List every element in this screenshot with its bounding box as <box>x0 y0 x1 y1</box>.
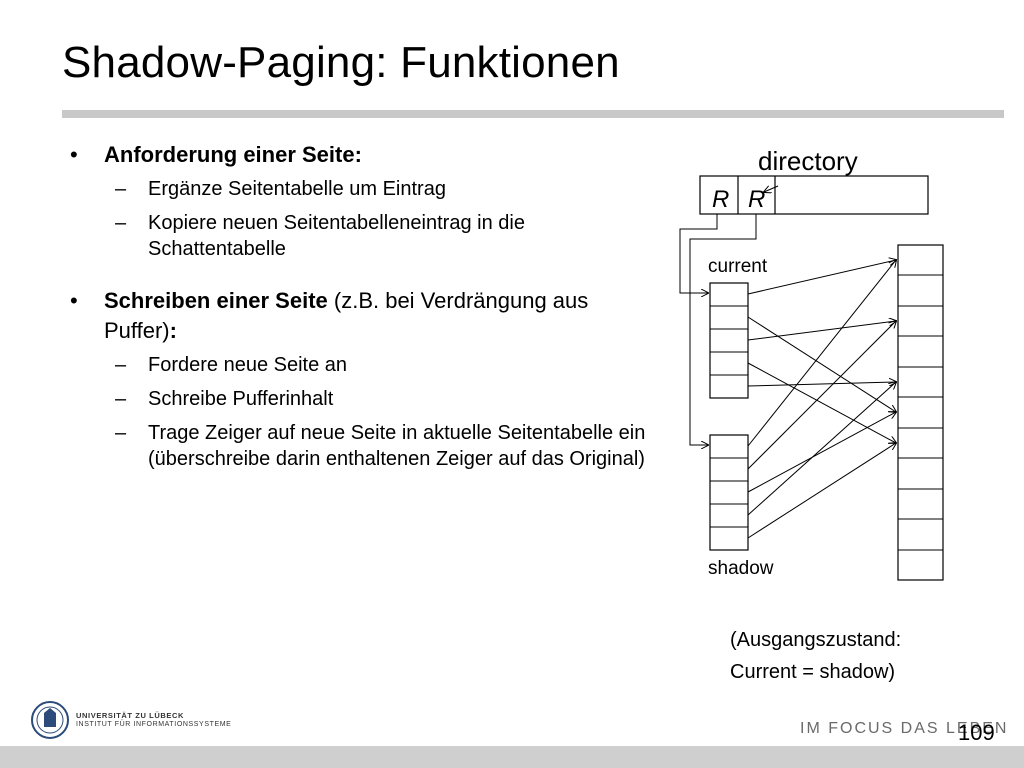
shadow-pointers <box>747 260 896 539</box>
university-seal-icon <box>31 701 69 739</box>
title-underline <box>62 110 1004 118</box>
institute-line: INSTITUT FÜR INFORMATIONSSYSTEME <box>76 721 232 728</box>
university-line: UNIVERSITÄT ZU LÜBECK <box>76 711 185 720</box>
sub-item: Schreibe Pufferinhalt <box>60 386 660 412</box>
slide-content: Anforderung einer Seite: Ergänze Seitent… <box>60 140 660 472</box>
bullet-heading-rest: (z.B. bei Verdrängung aus Puffer) <box>104 288 589 343</box>
shadow-paging-diagram: directory R R current shadow <box>660 130 960 590</box>
page-number: 109 <box>958 720 995 745</box>
bullet-heading: Anforderung einer Seite: <box>104 142 362 167</box>
current-page-table <box>709 282 749 399</box>
directory-label: directory <box>758 146 858 176</box>
footer-bar <box>0 746 1024 768</box>
current-label: current <box>708 256 768 277</box>
sub-item: Kopiere neuen Seitentabelleneintrag in d… <box>60 210 660 262</box>
current-pointers <box>747 260 896 443</box>
directory-entry-shadow: R <box>748 186 765 213</box>
university-name: UNIVERSITÄT ZU LÜBECK INSTITUT FÜR INFOR… <box>76 711 231 729</box>
bullet-request-page: Anforderung einer Seite: <box>60 140 660 170</box>
bullet-heading-colon: : <box>169 318 177 343</box>
sub-item: Trage Zeiger auf neue Seite in aktuelle … <box>60 420 660 472</box>
diagram-caption: (Ausgangszustand: Current = shadow) <box>730 624 901 688</box>
sub-item: Fordere neue Seite an <box>60 352 660 378</box>
caption-line: Current = shadow) <box>730 661 896 683</box>
directory-entry-current: R <box>712 186 729 213</box>
university-logo: UNIVERSITÄT ZU LÜBECK INSTITUT FÜR INFOR… <box>30 700 231 740</box>
shadow-label: shadow <box>708 558 774 579</box>
page-store <box>897 244 944 581</box>
shadow-page-table <box>709 434 749 551</box>
directory-box <box>699 175 929 215</box>
caption-line: (Ausgangszustand: <box>730 629 902 651</box>
bullet-heading-bold: Schreiben einer Seite <box>104 288 328 313</box>
slide-title: Shadow-Paging: Funktionen <box>62 38 620 87</box>
bullet-write-page: Schreiben einer Seite (z.B. bei Verdräng… <box>60 286 660 346</box>
sub-item: Ergänze Seitentabelle um Eintrag <box>60 176 660 202</box>
footer-slogan: IM FOCUS DAS LEBEN <box>800 720 1009 737</box>
